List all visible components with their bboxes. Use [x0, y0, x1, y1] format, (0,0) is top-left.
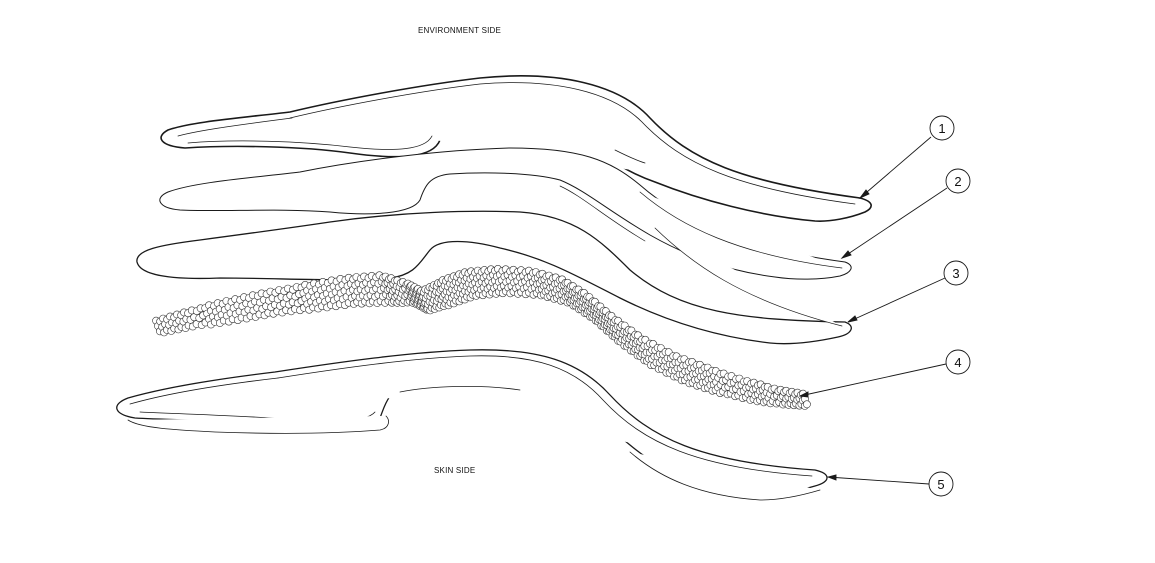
layer-4-beads	[152, 264, 811, 410]
skin-side-label: SKIN SIDE	[434, 466, 476, 475]
layer-1	[160, 75, 872, 222]
callout-5-number: 5	[937, 477, 944, 492]
callout-2-number: 2	[954, 174, 961, 189]
callout-5: 5	[826, 471, 954, 497]
callout-1-number: 1	[938, 121, 945, 136]
callout-2: 2	[840, 168, 971, 259]
callout-1: 1	[858, 115, 955, 200]
layer-3	[136, 210, 852, 345]
callout-3: 3	[847, 260, 969, 323]
layer-5	[116, 349, 828, 501]
callout-4: 4	[798, 349, 971, 398]
callout-4-number: 4	[954, 355, 961, 370]
callout-3-number: 3	[952, 266, 959, 281]
environment-side-label: ENVIRONMENT SIDE	[418, 26, 502, 35]
bead	[803, 400, 811, 409]
